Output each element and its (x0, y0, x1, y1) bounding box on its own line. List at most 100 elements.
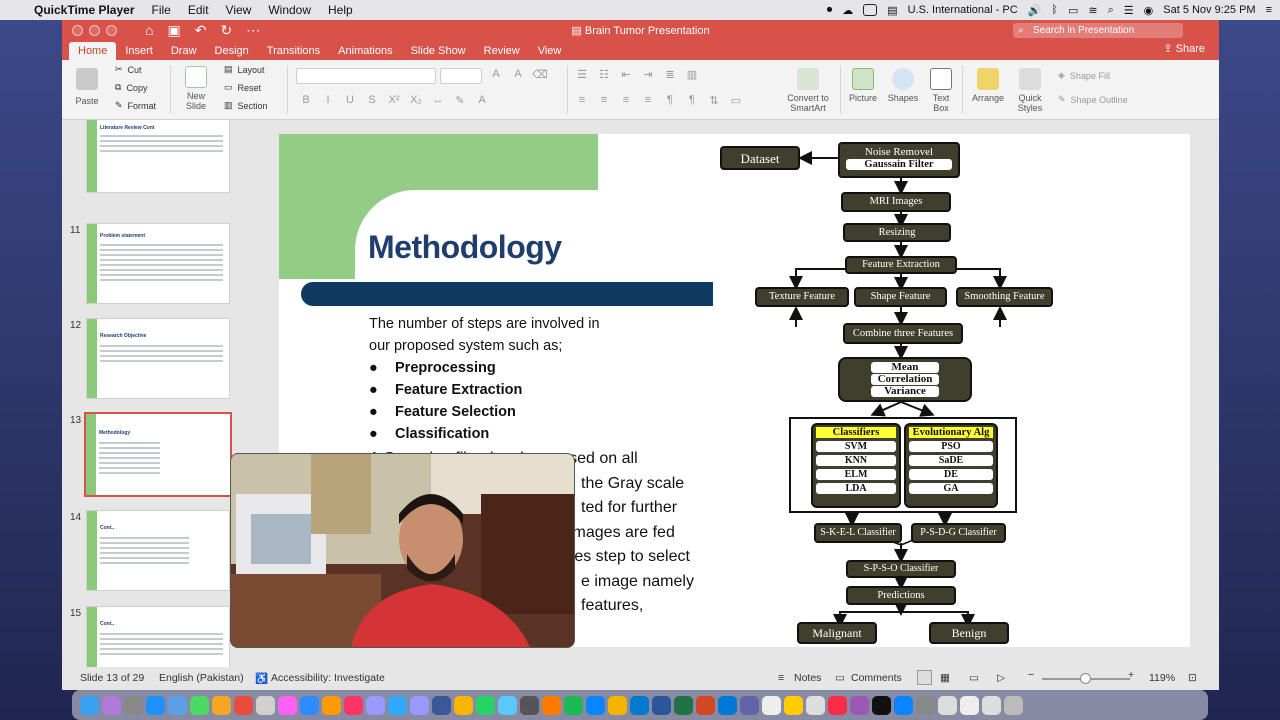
text-box-button[interactable]: Text Box (926, 68, 956, 113)
chrome-icon[interactable] (256, 695, 275, 715)
flow-spso-classifier[interactable]: S-P-S-O Classifier (846, 560, 956, 578)
menu-view[interactable]: View (225, 3, 252, 17)
slide-thumbnail[interactable]: Literature Review Cont (86, 120, 230, 193)
bold-icon[interactable]: B (302, 94, 310, 106)
home-icon[interactable]: ⌂ (145, 21, 154, 38)
notes-icon[interactable]: ≡ (778, 672, 785, 684)
chrome-icon[interactable] (938, 695, 957, 715)
sketch-icon[interactable] (454, 695, 473, 715)
reset-button[interactable]: ▭Reset (224, 82, 261, 93)
illustrator-icon[interactable] (322, 695, 341, 715)
menu-edit[interactable]: Edit (187, 3, 209, 17)
menu-window[interactable]: Window (268, 3, 312, 17)
reading-view-icon[interactable]: ▭ (969, 672, 979, 684)
powerpoint-icon[interactable] (696, 695, 715, 715)
quick-styles-button[interactable]: Quick Styles (1012, 68, 1048, 113)
tab-draw[interactable]: Draw (170, 45, 197, 57)
photos-icon[interactable] (212, 695, 231, 715)
stop-recording-icon[interactable]: ⏺ (826, 3, 833, 16)
flow-combine-features[interactable]: Combine three Features (843, 323, 963, 344)
increase-indent-icon[interactable]: ⇥ (643, 69, 653, 81)
convert-smartart-button[interactable]: Convert to SmartArt (782, 68, 834, 113)
wifi-icon[interactable]: ≋ (1088, 4, 1098, 17)
decrease-indent-icon[interactable]: ⇤ (621, 69, 631, 81)
trash-icon[interactable] (1004, 695, 1023, 715)
tv-icon[interactable] (872, 695, 891, 715)
flow-benign[interactable]: Benign (929, 622, 1009, 644)
mail-icon[interactable] (168, 695, 187, 715)
zoom-in-icon[interactable]: + (1128, 669, 1135, 681)
clock[interactable]: Sat 5 Nov 9:25 PM (1163, 4, 1256, 16)
menu-app-name[interactable]: QuickTime Player (34, 3, 135, 17)
slide-thumbnail[interactable]: Research Objective (86, 318, 230, 399)
ltr-icon[interactable]: ¶ (667, 94, 673, 106)
tab-review[interactable]: Review (483, 45, 520, 57)
shapes-button[interactable]: Shapes (886, 68, 920, 103)
comments-icon[interactable]: ▭ (835, 672, 845, 684)
terminal-icon[interactable] (520, 695, 539, 715)
outlook-icon[interactable] (718, 695, 737, 715)
zoom-window-button[interactable] (106, 24, 117, 36)
format-painter-button[interactable]: ✎Format (115, 100, 156, 111)
siri-icon[interactable] (102, 695, 121, 715)
bluetooth-icon[interactable]: ᛒ (1051, 4, 1058, 16)
app-icon[interactable] (564, 695, 583, 715)
flow-psdg-classifier[interactable]: P-S-D-G Classifier (911, 523, 1006, 543)
tab-insert[interactable]: Insert (125, 45, 153, 57)
rtl-icon[interactable]: ¶ (689, 94, 695, 106)
tab-home[interactable]: Home (69, 42, 117, 60)
zoom-slider-handle[interactable] (1080, 673, 1091, 684)
launchpad-icon[interactable] (124, 695, 143, 715)
highlight-icon[interactable]: ✎ (455, 95, 465, 107)
user-icon[interactable]: ◉ (1143, 4, 1154, 17)
xd-icon[interactable] (278, 695, 297, 715)
new-slide-button[interactable]: New Slide (180, 66, 212, 111)
language-status[interactable]: English (Pakistan) (159, 672, 244, 684)
accessibility-status[interactable]: Accessibility: Investigate (271, 672, 385, 684)
app-store-icon[interactable] (894, 695, 913, 715)
flow-mri-images[interactable]: MRI Images (841, 192, 951, 212)
slideshow-icon[interactable]: ▷ (997, 672, 1006, 684)
align-text-icon[interactable]: ▭ (730, 95, 742, 107)
notification-icon[interactable]: ≡ (1265, 4, 1272, 16)
flow-smoothing-feature[interactable]: Smoothing Feature (956, 287, 1053, 307)
cut-button[interactable]: ✂Cut (115, 64, 142, 75)
align-right-icon[interactable]: ≡ (622, 94, 630, 106)
tab-design[interactable]: Design (214, 45, 249, 57)
flow-statistics[interactable]: Mean Correlation Variance (838, 357, 972, 402)
app-icon[interactable] (542, 695, 561, 715)
downloads-icon[interactable] (982, 695, 1001, 715)
copy-button[interactable]: ⧉Copy (115, 82, 147, 93)
control-center-icon[interactable]: ☰ (1123, 4, 1134, 17)
flow-dataset[interactable]: Dataset (720, 146, 800, 170)
undo-icon[interactable]: ↶ (194, 21, 207, 38)
bullets-icon[interactable]: ☰ (577, 69, 587, 81)
tab-animations[interactable]: Animations (338, 45, 393, 57)
flow-texture-feature[interactable]: Texture Feature (755, 287, 849, 307)
picture-button[interactable]: Picture (846, 68, 880, 103)
align-left-icon[interactable]: ≡ (578, 94, 586, 106)
section-button[interactable]: ▥Section (224, 100, 268, 111)
app-icon[interactable] (498, 695, 517, 715)
strikethrough-icon[interactable]: S (368, 94, 376, 106)
zoom-app-icon[interactable] (300, 695, 319, 715)
app-store-icon[interactable] (586, 695, 605, 715)
volume-icon[interactable]: 🔊 (1027, 4, 1042, 17)
battery-icon[interactable]: ▭ (1067, 4, 1079, 17)
flow-evolutionary[interactable]: Evolutionary Alg PSO SaDE DE GA (904, 423, 998, 508)
creative-cloud-icon[interactable]: ☁ (842, 4, 854, 17)
fit-slide-icon[interactable]: ⊡ (1188, 672, 1197, 684)
justify-icon[interactable]: ≡ (644, 94, 652, 106)
columns-icon[interactable]: ▥ (686, 69, 698, 81)
flow-shape-feature[interactable]: Shape Feature (854, 287, 947, 307)
minimize-window-button[interactable] (89, 24, 100, 36)
text-direction-icon[interactable]: ⇅ (709, 95, 719, 107)
save-icon[interactable]: ▣ (167, 21, 181, 38)
podcasts-icon[interactable] (850, 695, 869, 715)
paste-button[interactable]: Paste (72, 68, 102, 106)
indesign-icon[interactable] (344, 695, 363, 715)
facetime-icon[interactable] (190, 695, 209, 715)
shape-fill-button[interactable]: ◈Shape Fill (1058, 70, 1110, 81)
safari-icon[interactable] (146, 695, 165, 715)
numbering-icon[interactable]: ☷ (599, 69, 609, 81)
